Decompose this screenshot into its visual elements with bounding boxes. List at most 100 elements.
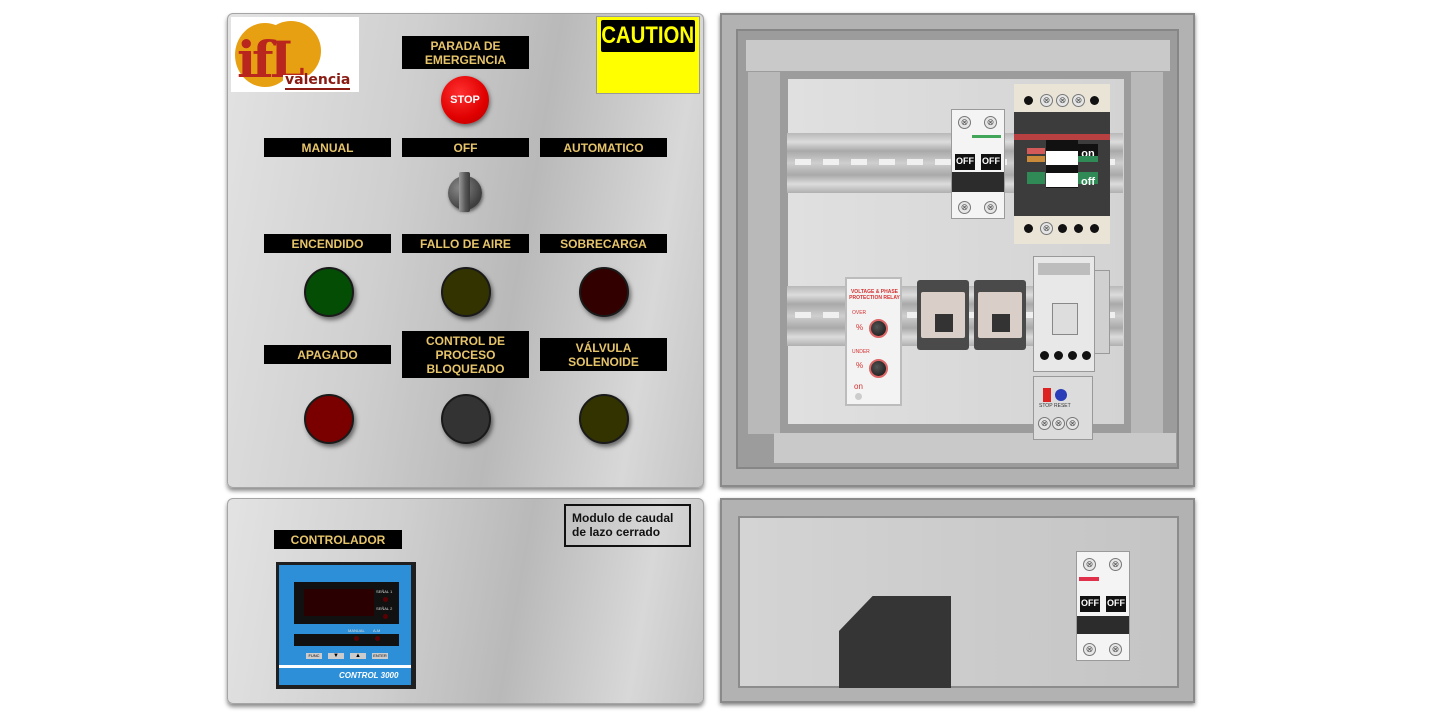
controller-stripe — [279, 665, 411, 668]
plugin-relay-1 — [917, 280, 969, 350]
terminal-icon — [1068, 351, 1077, 360]
screw-icon: ⊗ — [1038, 417, 1051, 430]
encendido-label: ENCENDIDO — [264, 234, 391, 253]
signal2-led — [383, 614, 388, 619]
mccb-red-band — [1014, 134, 1110, 140]
up-arrow-icon: ▲ — [355, 653, 361, 659]
lower-breaker-2pole[interactable]: ⊗ ⊗ OFF OFF ⊗ ⊗ — [1076, 551, 1130, 661]
terminal-icon — [1090, 96, 1099, 105]
relay-cover — [921, 292, 965, 338]
mccb-color-tab-1 — [1027, 148, 1045, 154]
signal2-text: SEÑAL 2 — [376, 606, 393, 611]
screw-icon: ⊗ — [1109, 558, 1122, 571]
overload-relay[interactable]: STOP RESET ⊗ ⊗ ⊗ — [1033, 376, 1093, 440]
sobrecarga-lamp — [579, 267, 629, 317]
func-text: FUNC — [308, 653, 320, 658]
contactor[interactable] — [1033, 256, 1095, 372]
plugin-relay-2 — [974, 280, 1026, 350]
module-note: Modulo de caudal de lazo cerrado — [564, 504, 691, 547]
screw-icon: ⊗ — [1040, 94, 1053, 107]
lower-breaker-off-1: OFF — [1080, 596, 1100, 612]
mccb-handle-white-bottom — [1046, 173, 1078, 187]
company-logo: ifL valencia — [231, 17, 359, 92]
cabinet-top-bar — [746, 40, 1170, 71]
relay-window — [935, 314, 953, 332]
down-button[interactable]: ▼ — [328, 653, 344, 659]
mccb-color-tab-3 — [1027, 172, 1045, 184]
lower-cabinet — [720, 498, 1195, 703]
terminal-icon — [1090, 224, 1099, 233]
up-button[interactable]: ▲ — [350, 653, 366, 659]
fallo-aire-lamp — [441, 267, 491, 317]
valvula-lamp — [579, 394, 629, 444]
terminal-icon — [1040, 351, 1049, 360]
mccb-off-text: off — [1080, 176, 1096, 188]
bloqueado-label: CONTROL DE PROCESO BLOQUEADO — [402, 331, 529, 378]
screw-icon: ⊗ — [1040, 222, 1053, 235]
screw-icon: ⊗ — [984, 116, 997, 129]
emergency-stop-text: STOP — [450, 94, 480, 106]
relay-over-label: OVER — [852, 310, 867, 316]
mccb-handle-white-top — [1046, 151, 1078, 165]
relay-window — [992, 314, 1010, 332]
controller-display — [304, 589, 374, 616]
emergency-stop-button[interactable]: STOP — [441, 76, 489, 124]
am-led — [375, 636, 380, 641]
enter-text: ENTER — [373, 653, 387, 658]
over-voltage-knob[interactable] — [869, 319, 888, 338]
relay-on-led — [855, 393, 862, 400]
manual-text: MANUAL — [348, 628, 365, 633]
contactor-window — [1052, 303, 1078, 335]
screw-icon: ⊗ — [1083, 643, 1096, 656]
mccb-on-tag: on — [1078, 144, 1098, 160]
enter-button[interactable]: ENTER — [372, 653, 388, 659]
terminal-icon — [1082, 351, 1091, 360]
relay-cover — [978, 292, 1022, 338]
screw-icon: ⊗ — [1056, 94, 1069, 107]
controller-label: CONTROLADOR — [274, 530, 402, 549]
signal1-led — [383, 597, 388, 602]
breaker-indicator — [972, 135, 1001, 138]
caution-sign: CAUTION — [596, 16, 700, 94]
signal1-text: SEÑAL 1 — [376, 589, 393, 594]
mccb-green-tag — [1078, 156, 1098, 162]
controller-face: SEÑAL 1 SEÑAL 2 MANUAL A-M FUNC ▼ ▲ ENTE… — [279, 565, 411, 685]
mccb-color-tab-2 — [1027, 156, 1045, 162]
under-voltage-knob[interactable] — [869, 359, 888, 378]
contactor-top — [1038, 263, 1090, 275]
terminal-icon — [1054, 351, 1063, 360]
mode-off-label: OFF — [402, 138, 529, 157]
breaker-handle[interactable] — [952, 172, 1004, 192]
controller-brand: CONTROL 3000 — [339, 671, 399, 680]
cabinet-left-bar — [748, 72, 780, 434]
process-controller[interactable]: SEÑAL 1 SEÑAL 2 MANUAL A-M FUNC ▼ ▲ ENTE… — [276, 562, 416, 689]
screw-icon: ⊗ — [984, 201, 997, 214]
valvula-label: VÁLVULA SOLENOIDE — [540, 338, 667, 371]
breaker-off-2: OFF — [981, 154, 1001, 170]
mccb-off-tag: off — [1078, 172, 1098, 188]
module-note-text: Modulo de caudal de lazo cerrado — [572, 511, 674, 539]
mccb-handle[interactable] — [1046, 140, 1078, 188]
caution-header: CAUTION — [601, 20, 695, 52]
relay-title: VOLTAGE & PHASE PROTECTION RELAY — [849, 289, 900, 301]
overload-reset-text: RESET — [1054, 403, 1071, 409]
fallo-aire-label: FALLO DE AIRE — [402, 234, 529, 253]
electrical-cabinet — [720, 13, 1195, 487]
controller-bargraph: MANUAL A-M — [294, 628, 399, 646]
func-button[interactable]: FUNC — [306, 653, 322, 659]
screw-icon: ⊗ — [1072, 94, 1085, 107]
sobrecarga-label: SOBRECARGA — [540, 234, 667, 253]
apagado-lamp — [304, 394, 354, 444]
apagado-label: APAGADO — [264, 345, 391, 364]
lower-breaker-indicator — [1079, 577, 1099, 581]
breaker-2pole[interactable]: ⊗ ⊗ OFF OFF ⊗ ⊗ — [951, 109, 1005, 219]
overload-stop-button[interactable] — [1043, 388, 1051, 402]
lower-breaker-off-2: OFF — [1106, 596, 1126, 612]
overload-stop-text: STOP — [1039, 403, 1053, 409]
relay-under-pct: % — [856, 361, 864, 370]
lower-breaker-handle[interactable] — [1077, 616, 1129, 634]
mccb-breaker[interactable]: ⊗ ⊗ ⊗ on off ⊗ — [1014, 84, 1110, 244]
overload-reset-button[interactable] — [1055, 389, 1067, 401]
emergency-stop-label: PARADA DE EMERGENCIA — [402, 36, 529, 69]
mode-selector-switch[interactable] — [448, 172, 482, 212]
